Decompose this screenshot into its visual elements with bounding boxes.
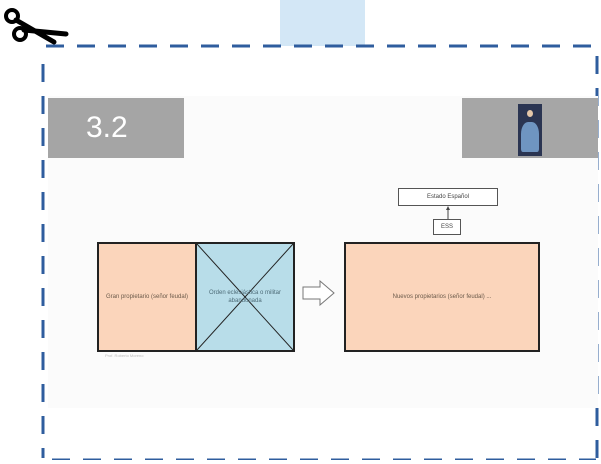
middle-box-label: Orden eclesiástica o militar abandonada	[208, 290, 282, 304]
connector-arrow	[446, 206, 450, 219]
left-owner-box: Gran propietario (señor feudal)	[97, 242, 197, 352]
right-owner-box: Nuevos propietarios (señor feudal) ...	[344, 242, 540, 352]
top-tab	[280, 0, 365, 46]
scissors-icon	[4, 8, 69, 45]
portrait-painting	[518, 104, 542, 156]
middle-order-box: Orden eclesiástica o militar abandonada	[197, 242, 295, 352]
slide: 3.2 Estado Español ESS Gran propietario …	[48, 96, 598, 408]
ess-box: ESS	[433, 219, 461, 235]
cross-out-mark	[197, 244, 293, 350]
estado-espanol-box: Estado Español	[398, 188, 498, 206]
slide-photo	[462, 98, 598, 158]
slide-footer: Prof. Roberto Moreno	[105, 353, 144, 358]
slide-number: 3.2	[48, 98, 184, 158]
right-arrow-icon	[302, 280, 335, 306]
